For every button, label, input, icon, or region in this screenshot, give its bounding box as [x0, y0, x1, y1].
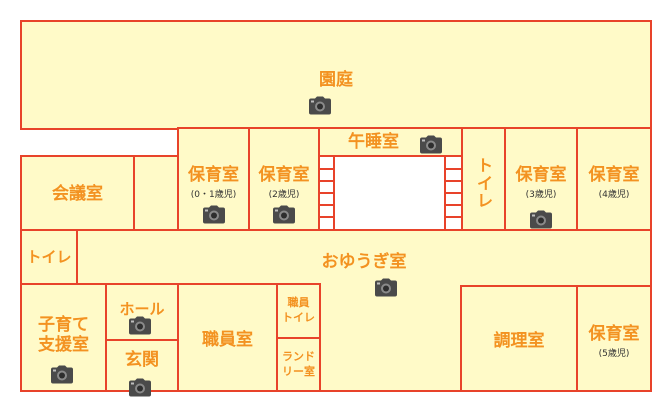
camera-icon[interactable]	[308, 96, 332, 115]
nursery-5-label: 保育室	[588, 324, 640, 344]
camera-icon[interactable]	[272, 205, 296, 224]
stairs-right	[444, 155, 463, 231]
camera-icon[interactable]	[128, 378, 152, 397]
side-room	[133, 155, 179, 231]
garden: 園庭	[20, 20, 652, 130]
nursery-4-ages: (4歳児)	[598, 190, 630, 200]
camera-icon[interactable]	[202, 205, 226, 224]
toilet-center: トイレ	[461, 127, 506, 231]
nursery-2-ages: (2歳児)	[268, 190, 300, 200]
staff-toilet: 職員 トイレ	[276, 283, 321, 339]
meeting-room: 会議室	[20, 155, 135, 231]
nap-room-label: 午睡室	[348, 132, 399, 152]
laundry-room: ランド リー室	[276, 337, 321, 392]
camera-icon[interactable]	[529, 210, 553, 229]
toilet-left: トイレ	[20, 229, 78, 285]
nursery-room-5: 保育室 (5歳児)	[576, 285, 652, 392]
hall-label: ホール	[119, 300, 165, 318]
toilet-center-label: トイレ	[477, 156, 494, 211]
garden-label: 園庭	[319, 70, 353, 90]
nursery-room-3: 保育室 (3歳児)	[504, 127, 578, 231]
staff-room: 職員室	[177, 283, 278, 392]
nursery-room-2: 保育室 (2歳児)	[248, 127, 320, 231]
laundry-label-2: リー室	[282, 365, 315, 378]
nursery-5-ages: (5歳児)	[598, 349, 630, 359]
entrance-label: 玄関	[125, 350, 159, 370]
staff-toilet-label-2: トイレ	[282, 311, 315, 324]
nursery-4-label: 保育室	[588, 165, 640, 185]
laundry-label-1: ランド	[282, 350, 315, 363]
nursery-3-label: 保育室	[515, 165, 567, 185]
nursery-0-1-ages: (0・1歳児)	[190, 190, 237, 200]
nursery-0-1-label: 保育室	[188, 165, 239, 185]
nursery-room-4: 保育室 (4歳児)	[576, 127, 652, 231]
toilet-left-label: トイレ	[26, 248, 72, 266]
childcare-support-label-1: 子育て	[38, 315, 89, 335]
kitchen-label: 調理室	[493, 331, 545, 351]
childcare-support-label-2: 支援室	[38, 335, 89, 355]
nursery-2-label: 保育室	[258, 165, 310, 185]
staff-toilet-label-1: 職員	[287, 296, 310, 309]
nursery-3-ages: (3歳児)	[525, 190, 557, 200]
meeting-room-label: 会議室	[52, 184, 103, 204]
stairs-left	[318, 155, 335, 231]
camera-icon[interactable]	[374, 278, 398, 297]
kitchen: 調理室	[460, 285, 578, 392]
childcare-support-room: 子育て 支援室	[20, 283, 107, 392]
camera-icon[interactable]	[128, 316, 152, 335]
camera-icon[interactable]	[419, 135, 443, 154]
staff-room-label: 職員室	[202, 330, 253, 350]
camera-icon[interactable]	[50, 365, 74, 384]
playroom-label: おゆうぎ室	[321, 252, 407, 272]
